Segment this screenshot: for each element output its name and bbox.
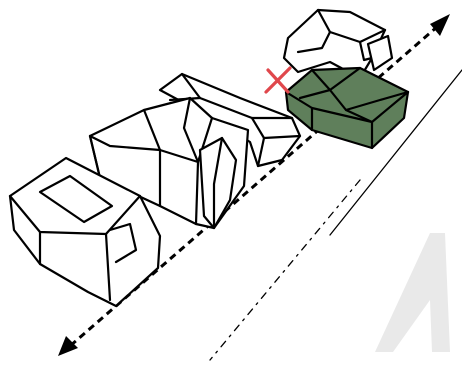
- street-axis: [58, 14, 450, 356]
- red-x-mark: [264, 66, 292, 94]
- house-highlighted: [284, 66, 410, 150]
- house-front: [8, 156, 162, 308]
- north-arrow: [375, 233, 450, 352]
- road-edge-lines: [209, 69, 462, 361]
- axis-arrowhead-bottom: [58, 336, 78, 356]
- house-gabled: [88, 96, 250, 230]
- house-far: [282, 8, 394, 80]
- axis-arrowhead-top: [430, 14, 450, 36]
